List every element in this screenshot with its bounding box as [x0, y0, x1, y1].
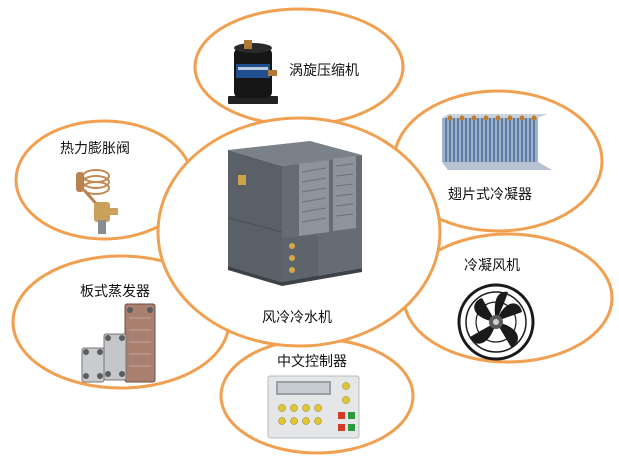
plate-evaporator-label: 板式蒸发器 [80, 284, 150, 300]
chiller-label: 风冷冷水机 [262, 310, 332, 326]
condenser-fan-label: 冷凝风机 [464, 258, 520, 274]
control-panel-icon [267, 375, 360, 439]
finned-condenser-icon [442, 114, 552, 170]
air-cooled-chiller-unit-icon [227, 141, 362, 286]
finned-condenser-label: 翅片式冷凝器 [448, 187, 532, 203]
scroll-compressor-icon [228, 40, 278, 104]
controller-label: 中文控制器 [277, 354, 347, 370]
plate-heat-exchanger-icon [81, 303, 156, 383]
scroll-compressor-label: 涡旋压缩机 [289, 63, 359, 79]
axial-fan-icon [457, 283, 535, 361]
thermal-expansion-valve-icon [76, 169, 118, 234]
expansion-valve-label: 热力膨胀阀 [60, 141, 130, 157]
